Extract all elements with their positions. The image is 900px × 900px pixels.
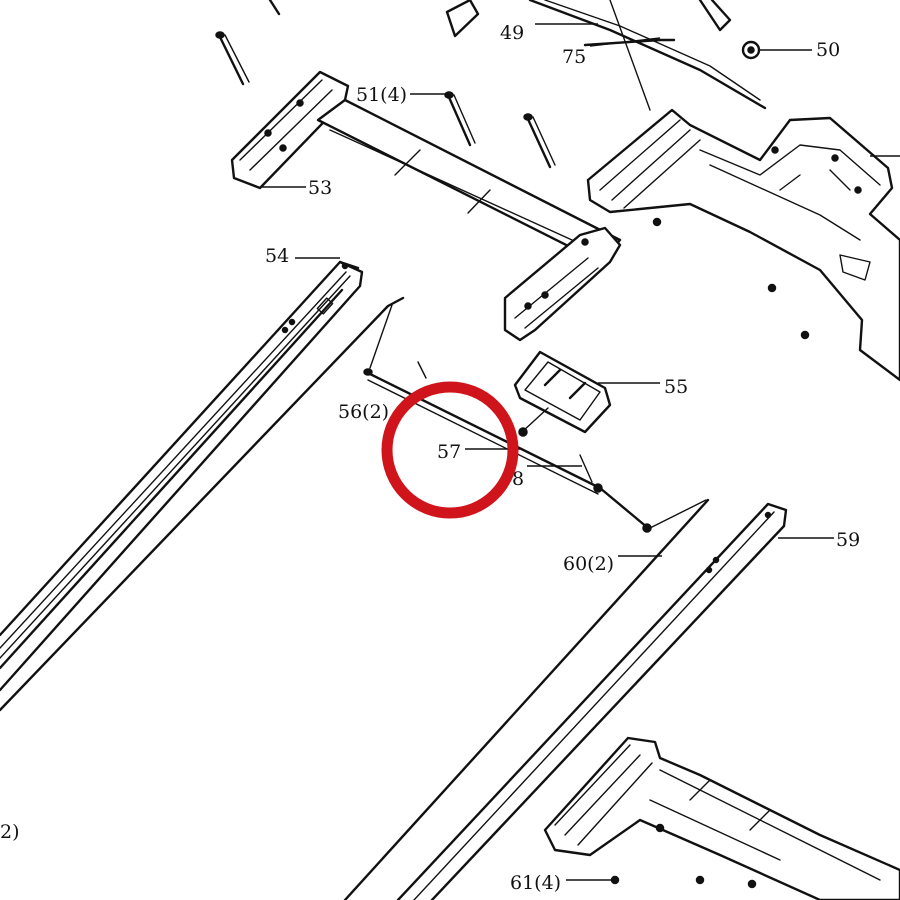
label-part-51: 51(4) — [356, 84, 407, 106]
label-part-53: 53 — [308, 177, 332, 199]
label-part-60: 60(2) — [563, 553, 614, 575]
console-bracket — [586, 108, 900, 382]
label-part-55: 55 — [664, 376, 688, 398]
clip-top — [445, 0, 732, 38]
nut-50 — [741, 40, 761, 60]
console-screws — [652, 217, 810, 340]
label-part-57: 57 — [437, 441, 461, 463]
label-part-59: 59 — [836, 529, 860, 551]
rail-59 — [396, 502, 788, 900]
switch-block-55 — [513, 350, 612, 434]
cable-left-long — [0, 296, 405, 712]
highlight-circle — [381, 381, 519, 519]
bolt-top-left — [215, 31, 250, 86]
bolt-51-a — [444, 91, 476, 147]
bolt-top-edge — [268, 0, 281, 16]
leader-lines — [262, 23, 834, 881]
label-part-75: 75 — [562, 46, 586, 68]
label-part-50: 50 — [816, 39, 840, 61]
rail-54 — [0, 260, 364, 692]
bottom-bracket — [543, 736, 900, 900]
cable-60 — [343, 498, 710, 900]
label-part-49: 49 — [500, 22, 524, 44]
label-part-61: 61(4) — [510, 872, 561, 894]
label-part-62-partial: 2) — [0, 821, 20, 843]
label-part-58: 8 — [512, 468, 524, 490]
bolt-51-b — [523, 113, 556, 169]
label-part-54: 54 — [265, 245, 289, 267]
crossbar-53 — [230, 70, 622, 342]
label-part-56: 56(2) — [338, 401, 389, 423]
